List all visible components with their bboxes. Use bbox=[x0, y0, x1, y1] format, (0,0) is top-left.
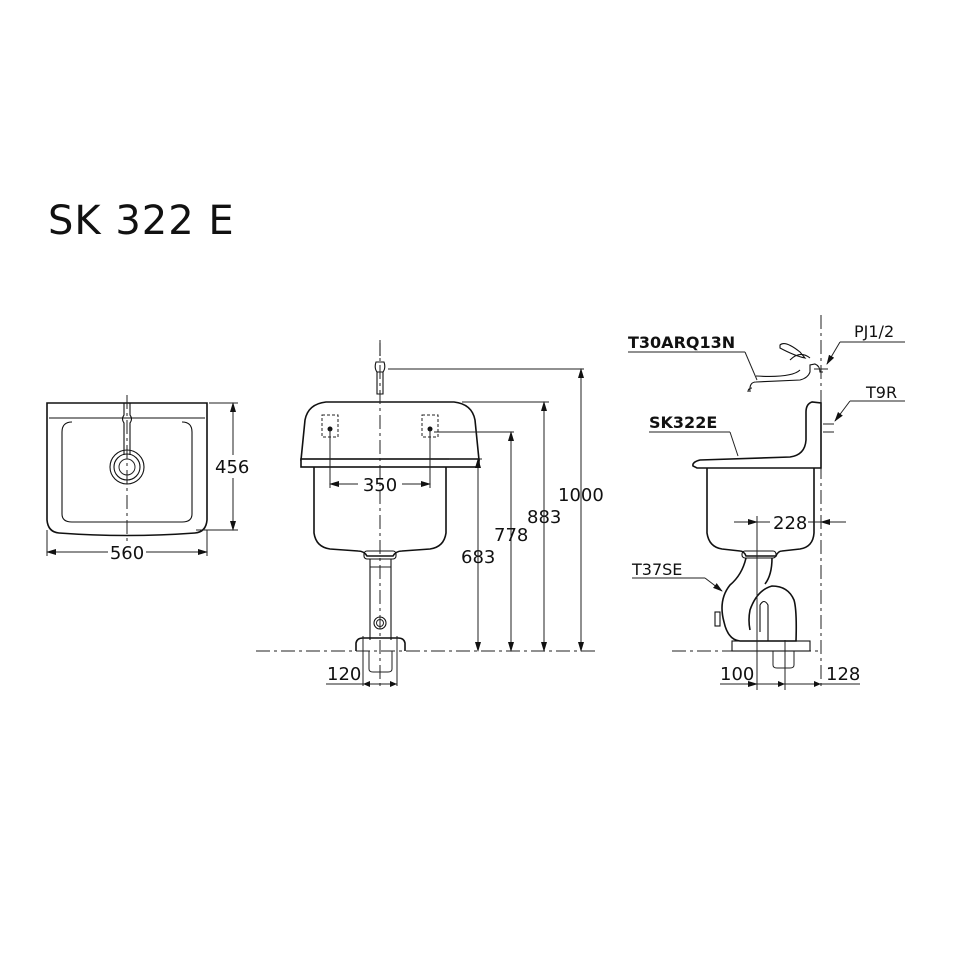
bracket-model-label: T9R bbox=[865, 383, 897, 402]
trap-model-label: T37SE bbox=[631, 560, 682, 579]
bracket-height-dimension: 778 bbox=[494, 525, 528, 546]
trap-offset-dimension: 100 bbox=[720, 664, 754, 685]
faucet-height-dimension: 1000 bbox=[558, 485, 604, 506]
plan-width-dimension: 560 bbox=[110, 543, 144, 564]
sink-model-label: SK322E bbox=[649, 413, 717, 432]
product-title: SK 322 E bbox=[48, 198, 235, 244]
connector-model-label: PJ1/2 bbox=[854, 322, 894, 341]
front-view: 350 683 778 883 1000 120 bbox=[256, 340, 604, 690]
pipe-width-dimension: 120 bbox=[327, 664, 361, 685]
drain-offset-dimension: 228 bbox=[773, 513, 807, 534]
side-view: T30ARQ13N PJ1/2 T9R SK322E T37SE 228 100… bbox=[628, 315, 905, 690]
back-height-dimension: 883 bbox=[527, 507, 561, 528]
faucet-spacing-dimension: 350 bbox=[363, 475, 397, 496]
plan-view: 560 456 bbox=[46, 395, 249, 564]
wall-offset-dimension: 128 bbox=[826, 664, 860, 685]
plan-depth-dimension: 456 bbox=[215, 457, 249, 478]
faucet-model-label: T30ARQ13N bbox=[628, 333, 735, 352]
rim-height-dimension: 683 bbox=[461, 547, 495, 568]
